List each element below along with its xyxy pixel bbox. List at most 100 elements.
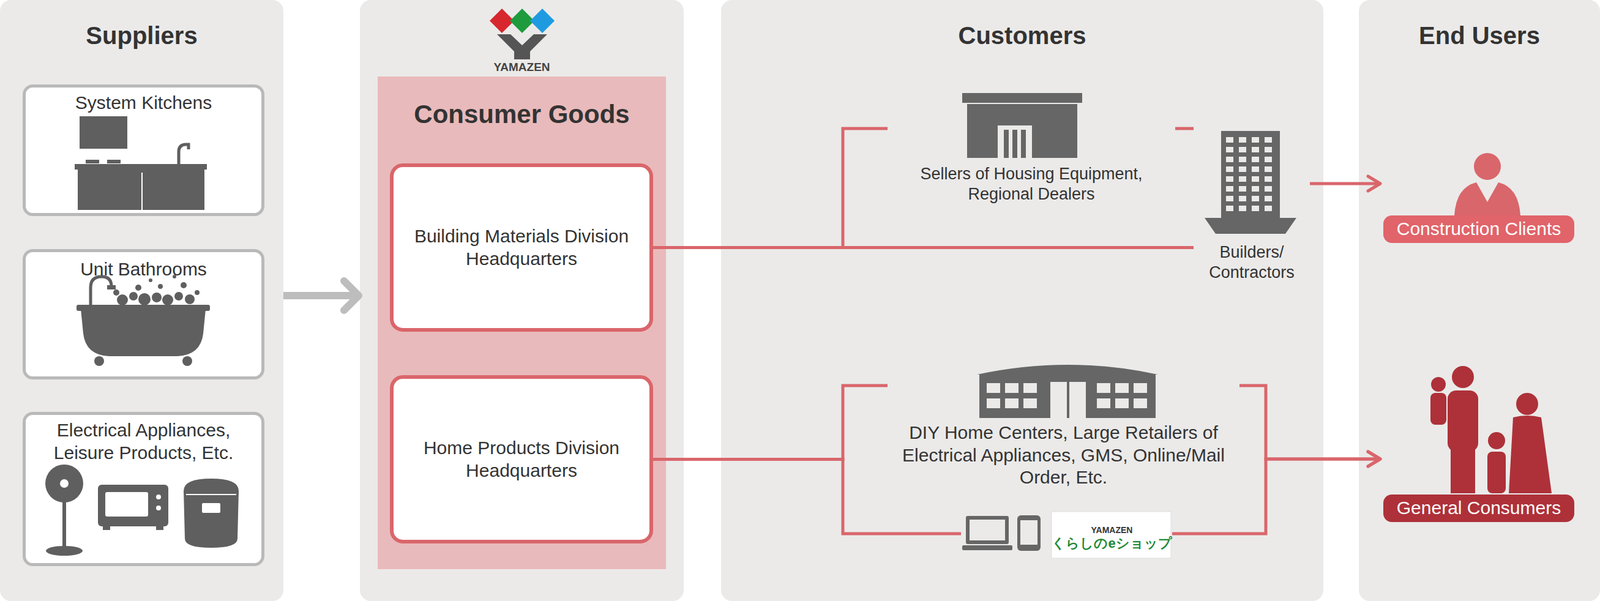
flow-line <box>1239 385 1381 460</box>
building-window <box>1238 205 1247 212</box>
rice-cooker <box>183 478 239 548</box>
logo-y-mark <box>497 34 548 60</box>
building-window <box>1238 156 1247 163</box>
store-window <box>1133 383 1148 393</box>
counter-top <box>74 164 207 170</box>
cooker-display <box>201 503 221 513</box>
node-label: くらしのeショップ <box>1051 535 1172 553</box>
entrance-divider <box>1066 381 1070 419</box>
building-window <box>1226 137 1234 143</box>
building-window <box>1238 166 1247 172</box>
building-window <box>1238 137 1247 143</box>
building-window <box>1251 186 1260 192</box>
fan-pole <box>62 501 67 549</box>
heading: Customers <box>958 20 1087 51</box>
child-head <box>1431 377 1446 392</box>
store-window <box>1115 383 1129 393</box>
supplier-box: Unit Bathrooms <box>22 249 265 380</box>
building-window <box>1251 176 1260 182</box>
supplier-box-shape <box>24 86 264 215</box>
door-slat <box>1020 129 1026 158</box>
panel-shape <box>0 0 284 601</box>
building-window <box>1264 205 1272 212</box>
store-window <box>1005 383 1019 393</box>
store-window <box>1096 398 1111 409</box>
person-head <box>1473 153 1501 180</box>
store-window <box>1115 398 1129 409</box>
building-window <box>1226 146 1234 153</box>
building-window <box>1251 146 1260 153</box>
heading: End Users <box>1418 20 1541 51</box>
customer-node: Sellers of Housing Equipment, Regional D… <box>887 85 1176 214</box>
building-window <box>1226 166 1234 172</box>
tub-foot <box>182 356 193 367</box>
shower-hose <box>90 276 112 305</box>
faucet <box>178 144 189 165</box>
division-box: Building Materials Division Headquarters <box>389 163 654 332</box>
store-window <box>986 383 1001 393</box>
building-window <box>1264 146 1272 153</box>
building-body <box>1221 130 1280 218</box>
flow-line <box>653 246 1194 250</box>
laptop-base <box>962 545 1013 551</box>
building-window <box>1264 186 1272 192</box>
flow-line <box>1175 127 1194 131</box>
node-label: Builders/ Contractors <box>1196 242 1307 283</box>
mother-body <box>1508 415 1552 494</box>
phone-display <box>1020 520 1038 545</box>
oven-knob <box>156 494 161 500</box>
building-window <box>1264 176 1272 182</box>
bubble <box>135 284 142 291</box>
bubble <box>194 290 200 296</box>
division-box-shape <box>391 377 652 542</box>
building-window <box>1226 176 1234 182</box>
store-window <box>1023 398 1037 409</box>
node-label: YAMAZEN <box>1091 525 1133 536</box>
division-box: Home Products Division Headquarters <box>389 375 654 544</box>
bubble <box>180 282 187 289</box>
node-label: Electrical Appliances, Leisure Products,… <box>33 419 255 464</box>
adult-head <box>1451 366 1474 389</box>
node-label: Sellers of Housing Equipment, Regional D… <box>893 164 1170 205</box>
pill-label: General Consumers <box>1383 494 1575 523</box>
pill-label: Construction Clients <box>1383 215 1575 243</box>
wall-cabinet <box>79 116 128 149</box>
store-window <box>986 398 1001 409</box>
shower-head <box>107 285 116 290</box>
customer-node: DIY Home Centers, Large Retailers of Ele… <box>887 351 1240 501</box>
oven-knob <box>156 505 161 511</box>
adult-legs <box>1450 446 1476 494</box>
logo-diamond-red <box>489 8 515 34</box>
building-window <box>1226 186 1234 192</box>
phone-body <box>1017 515 1041 551</box>
cabinet-divider <box>141 172 143 210</box>
node-label: Building Materials Division Headquarters <box>402 225 641 270</box>
building-window <box>1264 166 1272 172</box>
building-window <box>1264 137 1272 143</box>
tub-body <box>80 309 206 357</box>
fan-head <box>45 464 84 503</box>
store-body <box>967 104 1078 158</box>
oven-body <box>97 484 169 527</box>
supply-arrow <box>283 291 360 300</box>
adult-body <box>1447 390 1479 452</box>
tub-foot <box>94 356 105 367</box>
heading: YAMAZEN <box>493 59 550 75</box>
bubble <box>116 294 128 306</box>
kid-head <box>1487 432 1506 450</box>
building-window <box>1238 186 1247 192</box>
fan-hub <box>59 479 69 488</box>
logo-diamond-green <box>509 8 535 34</box>
end-user-node: Construction Clients <box>1380 146 1578 255</box>
store-window <box>1096 383 1111 393</box>
burner <box>85 159 100 164</box>
bubble <box>184 294 195 305</box>
customer-node: Builders/ Contractors <box>1193 122 1310 292</box>
online-shop-node: YAMAZENくらしのeショップ <box>960 509 1173 569</box>
